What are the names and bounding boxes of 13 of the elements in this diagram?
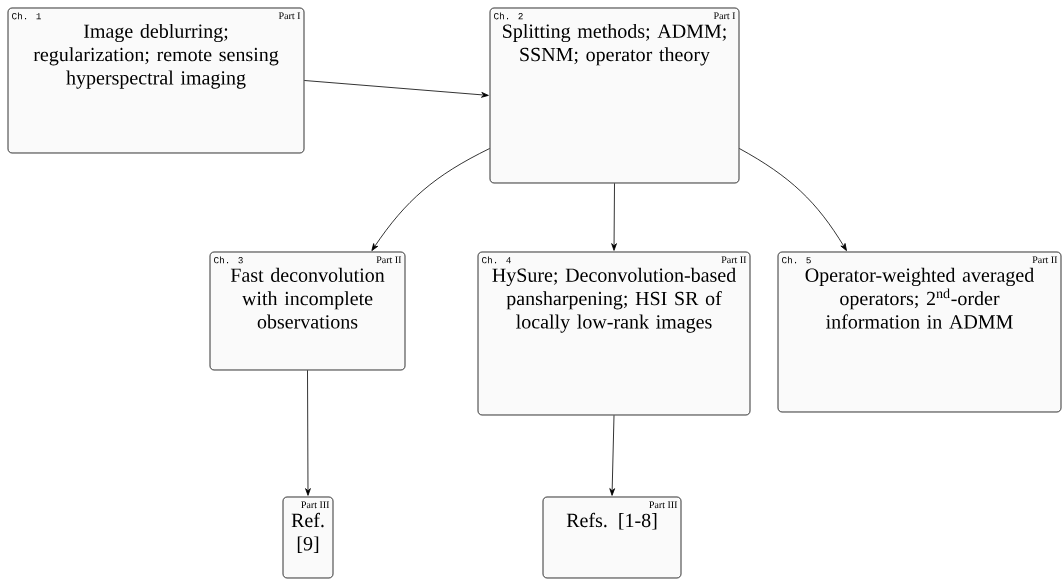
arrow [609, 415, 616, 496]
chapter-box: Ch. 3 Part II Fast deconvolution with incomplete observations [209, 251, 406, 371]
chapter-box: Part III Ref. [9] [282, 496, 334, 579]
arrow [304, 80, 489, 98]
chapter-box: Ch. 1 Part I Image deblurring; regularization; remote sensing hyperspectral imaging [7, 7, 305, 154]
chapter-box: Ch. 5 Part II Operator-weighted averaged operators; 2$^{nd}$-order information in ADMM [777, 251, 1062, 413]
arrow [305, 370, 311, 496]
arrow [611, 183, 617, 251]
chapter-box: Ch. 4 Part II HySure; Deconvolution-based pansharpening; HSI SR of locally low-rank images [477, 251, 751, 416]
arrow [371, 148, 490, 251]
chapter-box: Part III Refs. [1-8] [542, 496, 682, 579]
arrow [739, 148, 847, 251]
chapter-box: Ch. 2 Part I Splitting methods; ADMM; SSNM; operator theory [489, 7, 740, 184]
